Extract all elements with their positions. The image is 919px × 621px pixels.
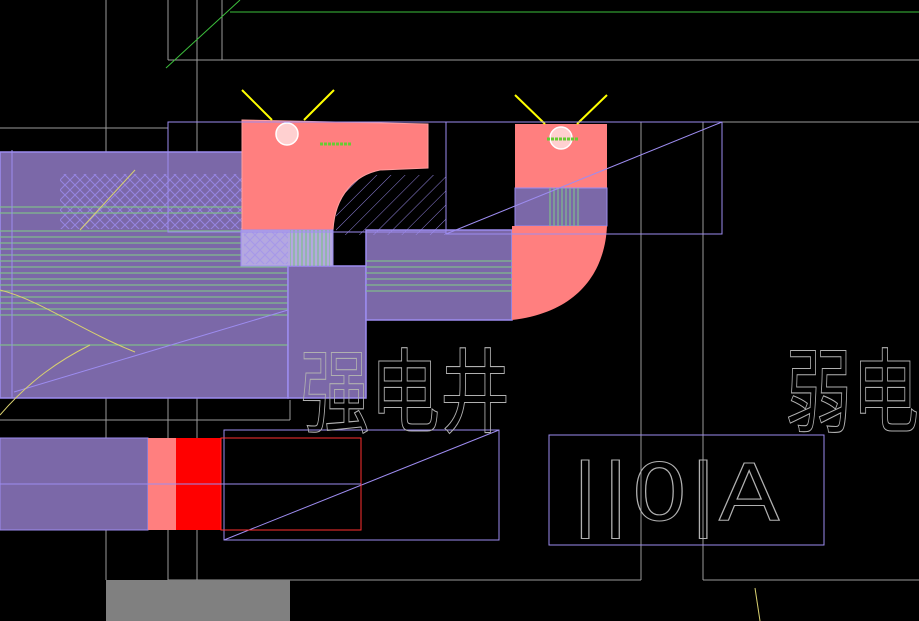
green-guide-lines [165,0,919,69]
yellow-marker-lines [241,89,608,125]
equipment-code-label: ||0|A [570,449,780,539]
strong-shaft-label: 强电井 [300,340,510,447]
middle-duct[interactable] [287,175,513,399]
left-duct[interactable] [0,150,289,399]
weak-shaft-label: 弱电 [785,340,919,447]
yellow-bottom-tick [754,587,761,621]
bottom-left-duct[interactable] [0,437,362,531]
left-salmon-fitting[interactable] [240,119,429,267]
gray-bottom-block [106,580,290,621]
right-salmon-fitting[interactable] [512,124,608,320]
